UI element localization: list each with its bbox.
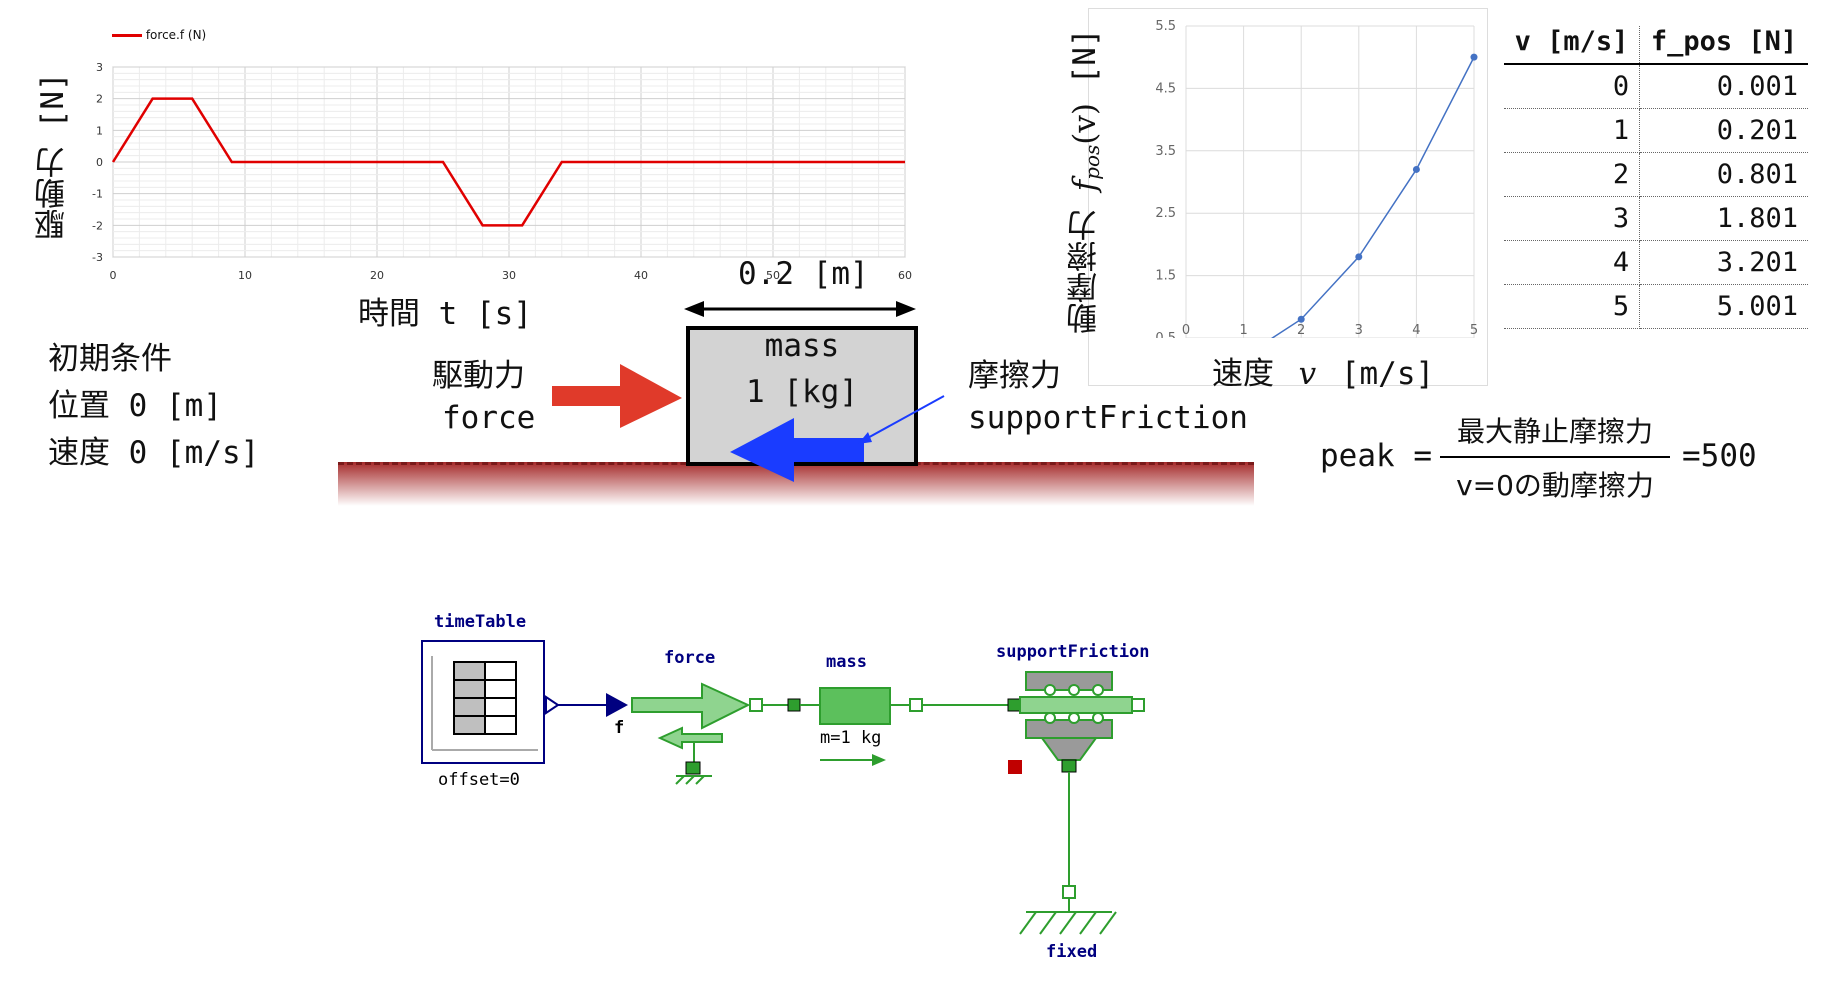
mass-param: m=1 kg <box>820 728 882 748</box>
x-tick-label: 20 <box>370 269 384 282</box>
x-tick-label: 1 <box>1239 323 1247 338</box>
timetable-output-port <box>545 695 560 715</box>
friction-data-point <box>1297 315 1305 323</box>
x-tick-label: 0 <box>1182 323 1190 338</box>
force-label-en: force <box>442 400 536 436</box>
y-tick-label: 0 <box>96 156 103 169</box>
force-name: force <box>664 648 716 668</box>
mass-name: mass <box>764 328 840 364</box>
friction-series-line <box>1270 56 1475 338</box>
fixed-block[interactable] <box>1019 885 1117 935</box>
mass-component[interactable] <box>819 687 891 725</box>
x-tick-label: 5 <box>1470 323 1478 338</box>
y-tick-label: 3 <box>96 61 103 74</box>
friction-chart-frame <box>1088 8 1488 386</box>
y-tick-label: -1 <box>92 188 103 201</box>
mass-value: 1 [kg] <box>746 374 858 410</box>
legend-label: force.f (N) <box>145 28 207 42</box>
formula-fraction-bar <box>1440 456 1670 458</box>
mass-diagram-name: mass <box>826 652 867 672</box>
friction-pointer-head <box>858 432 872 444</box>
mass-flange-a <box>787 698 801 712</box>
x-tick-label: 2 <box>1297 323 1305 338</box>
force-chart-legend: force.f (N) <box>112 28 206 42</box>
y-tick-label: 4.5 <box>1155 81 1176 96</box>
friction-diagram-name: supportFriction <box>996 642 1150 662</box>
friction-arrow <box>730 418 864 482</box>
force-chart-xlabel: 時間 t [s] <box>358 296 532 332</box>
y-tick-label: 2 <box>96 93 103 106</box>
y-tick-label: 1 <box>96 124 103 137</box>
x-tick-label: 60 <box>898 269 912 282</box>
mass-flange-b <box>909 698 923 712</box>
table-header-v: v [m/s] <box>1504 26 1641 65</box>
friction-data-point <box>1412 165 1420 173</box>
legend-swatch <box>112 34 142 37</box>
y-tick-label: 5.5 <box>1155 19 1176 34</box>
x-tick-label: 4 <box>1412 323 1420 338</box>
x-tick-label: 10 <box>238 269 252 282</box>
initial-velocity: 速度 0 [m/s] <box>48 435 260 471</box>
y-tick-label: 2.5 <box>1155 206 1176 221</box>
formula-fraction: 最大静止摩擦力 v=0の動摩擦力 <box>1440 410 1670 504</box>
friction-block[interactable] <box>1007 671 1145 773</box>
force-label-jp: 駆動力 <box>432 358 525 394</box>
friction-label-jp: 摩擦力 <box>968 358 1061 394</box>
width-arrowhead-right <box>896 301 916 317</box>
timetable-param: offset=0 <box>438 770 520 790</box>
friction-data-point <box>1355 253 1363 261</box>
initial-position: 位置 0 [m] <box>48 388 222 424</box>
y-tick-label: -2 <box>92 219 103 232</box>
width-label: 0.2 [m] <box>738 256 869 292</box>
formula-lhs: peak = <box>1320 438 1432 474</box>
initial-title: 初期条件 <box>48 341 172 377</box>
initial-conditions: 初期条件 位置 0 [m] 速度 0 [m/s] <box>48 336 259 477</box>
friction-label-en: supportFriction <box>968 400 1248 436</box>
friction-plot: 0 1 2 3 4 5 5.5 4.5 3.5 2.5 1.5 0.5 <box>1155 19 1478 338</box>
y-tick-label: -3 <box>92 251 103 264</box>
width-arrowhead-left <box>684 301 704 317</box>
y-tick-label: 1.5 <box>1155 269 1176 284</box>
table-header-fpos: f_pos [N] <box>1639 26 1808 65</box>
x-tick-label: 40 <box>634 269 648 282</box>
force-arrow <box>552 364 682 428</box>
heat-port <box>1008 760 1022 774</box>
force-port-label: f <box>614 718 625 738</box>
force-block[interactable] <box>631 682 751 785</box>
timetable-name: timeTable <box>434 612 527 632</box>
formula-denominator: v=0の動摩擦力 <box>1456 469 1654 502</box>
friction-pointer-line <box>863 395 945 441</box>
x-tick-label: 3 <box>1355 323 1363 338</box>
mass-direction-head <box>872 754 886 766</box>
x-tick-label: 30 <box>502 269 516 282</box>
friction-data-point <box>1470 53 1478 61</box>
force-input-port <box>606 693 628 717</box>
ground <box>338 462 1254 506</box>
formula-rhs: =500 <box>1682 438 1757 474</box>
x-tick-label: 50 <box>766 269 780 282</box>
x-tick-label: 0 <box>110 269 117 282</box>
friction-chart-xlabel: 速度 v [m/s] <box>1212 356 1435 392</box>
y-tick-label: 0.5 <box>1155 331 1176 338</box>
timetable-block[interactable] <box>421 640 545 764</box>
formula-numerator: 最大静止摩擦力 <box>1456 415 1653 448</box>
force-flange <box>749 698 763 712</box>
fixed-name: fixed <box>1046 942 1098 962</box>
y-tick-label: 3.5 <box>1155 144 1176 159</box>
force-series-line <box>111 97 905 227</box>
